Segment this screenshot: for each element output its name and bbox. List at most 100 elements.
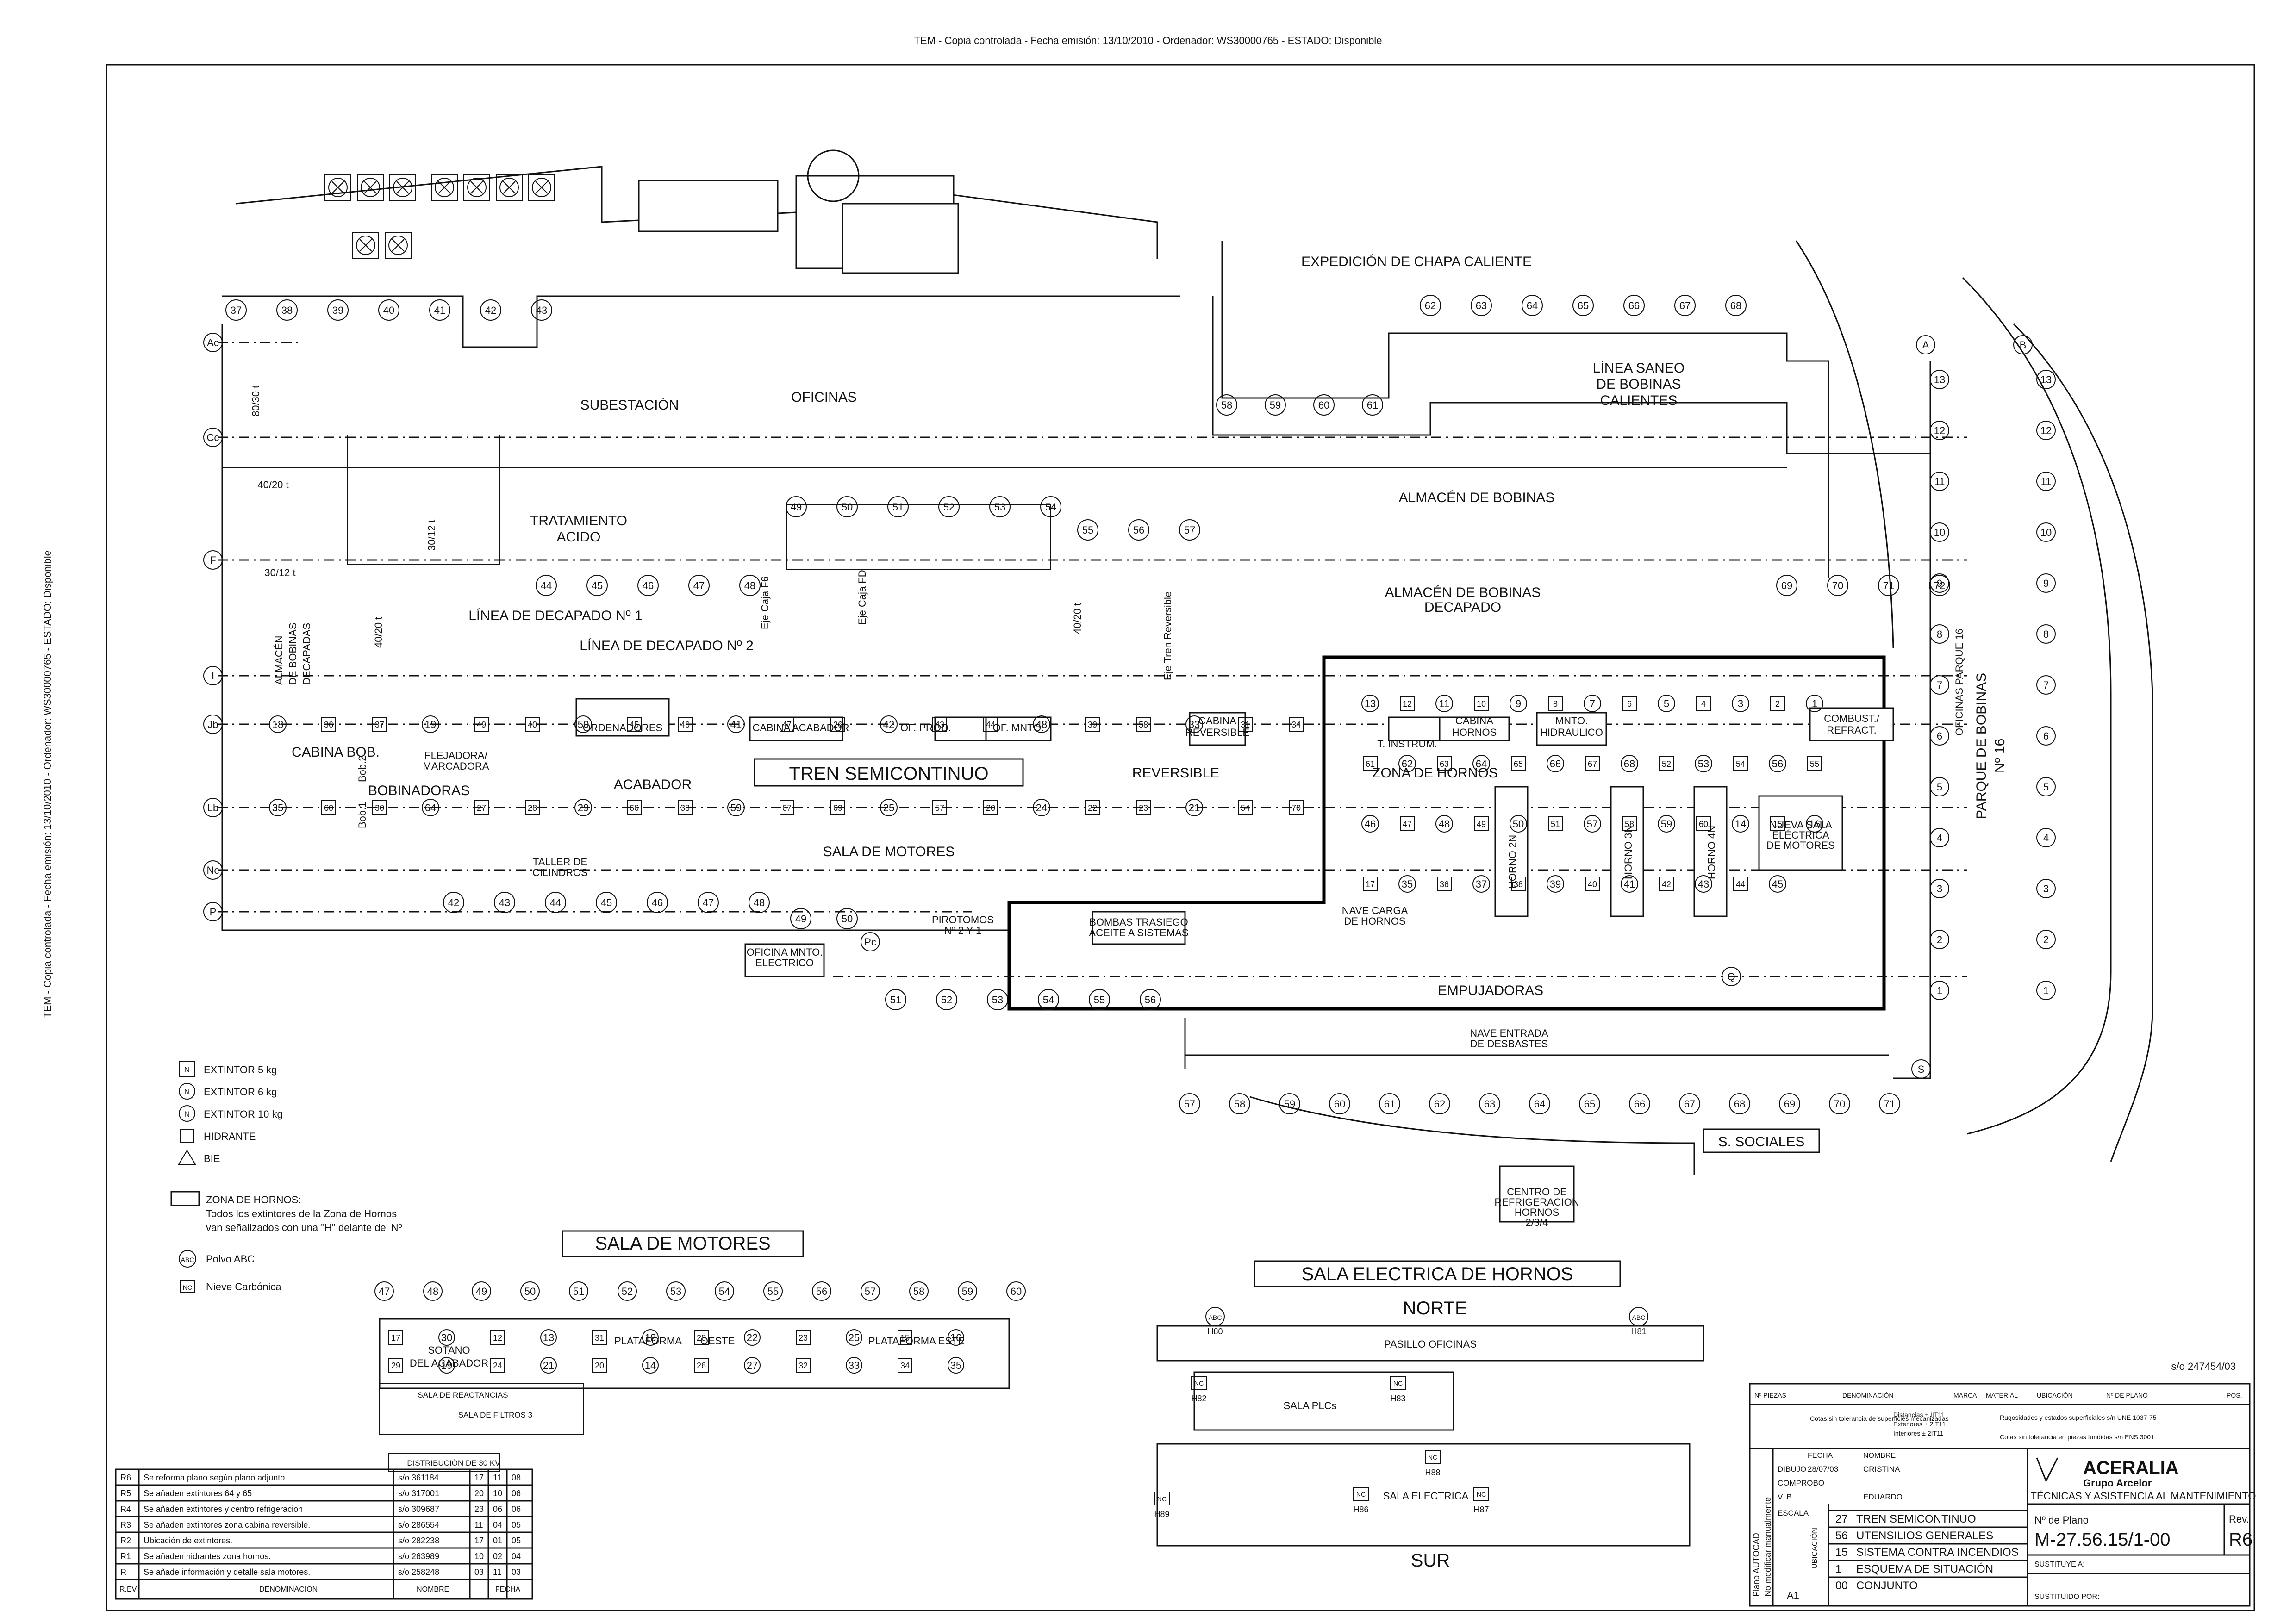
sm-grid-col-label: 53	[670, 1286, 681, 1297]
extintor-marker: 10	[1474, 696, 1489, 711]
tb-comprobo: COMPROBO	[1778, 1479, 1824, 1487]
grid-col-lower-label: 43	[499, 897, 510, 908]
extintor-marker-label: 15	[1773, 820, 1782, 829]
tb-autocad: Plano AUTOCAD	[1752, 1533, 1761, 1597]
extintor-marker: 48	[1435, 815, 1453, 833]
extintor-marker: 35	[1398, 875, 1416, 893]
grid-col-top-right-label: 65	[1578, 300, 1589, 311]
label-nave-carga-2: DE HORNOS	[1344, 915, 1405, 927]
sm-marker: 29	[388, 1358, 403, 1373]
grid-row-left-label: I	[212, 670, 214, 682]
grid-row-left-label: Jb	[207, 719, 218, 730]
rev-cell-rev: R	[120, 1567, 126, 1577]
se-nc-symbol: NC	[1194, 1380, 1204, 1387]
label-horno-3n: HORNO 3N	[1622, 826, 1634, 879]
legend-zona-title: ZONA DE HORNOS:	[206, 1194, 301, 1206]
tb-header: MATERIAL	[1986, 1392, 2018, 1399]
grid-row-right-b: 10	[2036, 522, 2056, 542]
grid-row-right-b: 11	[2036, 472, 2056, 491]
sm-grid-col-label: 56	[816, 1286, 827, 1297]
grid-col-row-label: 45	[592, 580, 603, 591]
se-marker-label: H87	[1473, 1505, 1489, 1514]
label-eje-caja-fd: Eje Caja FD	[856, 570, 868, 625]
tb-no-modificar: No modificar manualmente	[1763, 1497, 1772, 1597]
sm-marker: 31	[592, 1330, 607, 1345]
area-labels: EXPEDICIÓN DE CHAPA CALIENTE SUBESTACIÓN…	[250, 254, 2008, 1228]
extintor-marker: 6	[1622, 696, 1637, 711]
extintor-marker-label: 23	[1139, 803, 1148, 813]
grid-col-lower-label: 46	[652, 897, 663, 908]
grid-col-row-right: 69	[1776, 575, 1797, 596]
sm-marker-label: 12	[493, 1333, 502, 1343]
grid-col-lower: 42	[443, 892, 464, 913]
label-cabina-reversible-1: CABINA	[1198, 715, 1236, 727]
extintor-marker: 48	[1033, 715, 1050, 733]
extintor-marker: 42	[880, 715, 898, 733]
label-bobinadoras: BOBINADORAS	[368, 783, 470, 798]
label-pirotomos-1: PIROTOMOS	[932, 914, 994, 926]
grid-col-mid-a: 58	[1216, 394, 1237, 416]
sm-grid-col-label: 55	[767, 1286, 779, 1297]
extintor-marker-label: 38	[680, 803, 690, 813]
extintor-marker: 38	[1511, 877, 1526, 891]
sm-grid-col: 53	[666, 1281, 686, 1301]
extintor-marker: 13	[1361, 695, 1379, 712]
extintor-marker: 46	[1361, 815, 1379, 833]
rev-cell-ref: s/o 317001	[398, 1489, 439, 1498]
rev-cell-desc: Se añade información y detalle sala moto…	[144, 1567, 310, 1577]
tb-so-ref: s/o 247454/03	[2171, 1361, 2236, 1372]
tb-rev: R6	[2229, 1530, 2252, 1550]
grid-col-mid-b: 50	[836, 496, 858, 517]
sm-grid-col-label: 57	[865, 1286, 876, 1297]
rev-cell-ref: s/o 361184	[398, 1473, 439, 1482]
grid-col-row-label: 44	[541, 580, 552, 591]
extintor-marker-label: 54	[1736, 759, 1745, 769]
sm-grid-col-label: 54	[719, 1286, 730, 1297]
grid-letter-label: S	[1918, 1063, 1925, 1075]
extintor-marker: 16	[1806, 815, 1823, 833]
grid-row-right-a-label: 11	[1934, 476, 1945, 487]
extintor-marker-label: 40	[528, 720, 537, 729]
extintor-marker-label: 66	[630, 803, 639, 813]
sala-motores-title: SALA DE MOTORES	[595, 1233, 770, 1254]
label-oficina-mnto-1: OFICINA MNTO.	[747, 946, 823, 958]
rev-cell-y: 06	[512, 1489, 521, 1498]
extintor-marker: 19	[422, 715, 439, 733]
grid-row-right-a-label: 10	[1934, 527, 1945, 538]
label-almacen-decapado-2: DECAPADO	[1424, 600, 1501, 615]
extintor-marker-label: 53	[1698, 758, 1709, 770]
sm-marker-label: 14	[645, 1360, 656, 1371]
label-sala-motores: SALA DE MOTORES	[823, 844, 955, 859]
se-marker-label: H80	[1207, 1327, 1223, 1336]
extintor-marker-label: 63	[1440, 759, 1449, 769]
sheet-border	[106, 64, 2255, 1611]
rev-cell-rev: R3	[120, 1520, 131, 1530]
extintor-marker: 67	[780, 800, 794, 815]
extintor-marker-label: 69	[833, 803, 842, 813]
fan-box-icon	[528, 174, 555, 201]
grid-col-lower: 44	[545, 892, 566, 913]
grid-col-bottom-a: 53	[987, 989, 1008, 1010]
grid-row-right-b: 3	[2036, 879, 2056, 898]
extintor-marker-label: 44	[1736, 880, 1745, 889]
extintor-marker-label: 55	[1810, 759, 1819, 769]
grid-col-row-label: 47	[693, 580, 705, 591]
grid-col-bottom-label: 65	[1584, 1098, 1595, 1110]
label-ordenadores: ORDENADORES	[583, 722, 662, 734]
sm-grid-col-label: 51	[573, 1286, 584, 1297]
fan-box-icon	[324, 174, 351, 201]
legend-nc-symbol: NC	[183, 1284, 192, 1291]
sm-grid-col-label: 49	[476, 1286, 487, 1297]
extintor-marker-label: 46	[1365, 818, 1376, 830]
label-oficina-mnto-2: ELECTRICO	[755, 957, 814, 969]
extintor-marker: 50	[574, 715, 592, 733]
extintor-marker-label: 5	[1664, 698, 1669, 709]
sm-marker: 33	[846, 1357, 862, 1374]
sm-marker-label: 34	[900, 1361, 910, 1370]
se-marker-label: H89	[1154, 1510, 1169, 1519]
sm-grid-col: 56	[812, 1281, 831, 1301]
